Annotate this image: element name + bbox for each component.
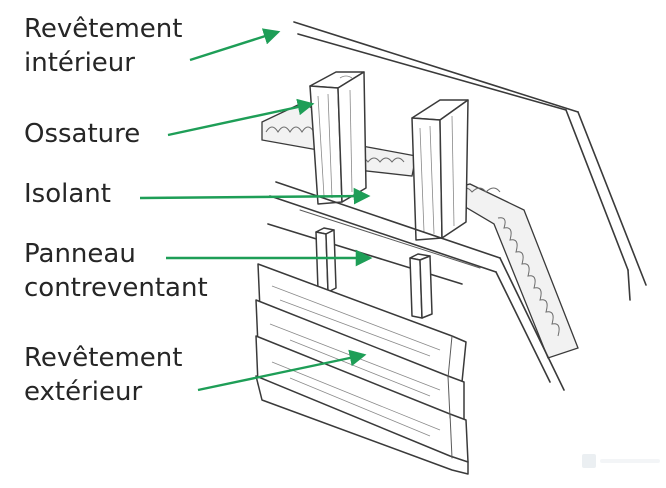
label-line: Revêtement: [24, 14, 183, 44]
label-line: Panneau: [24, 239, 136, 269]
label-line: Ossature: [24, 119, 141, 149]
battens-drawing: [315, 227, 433, 319]
label-line: intérieur: [24, 48, 135, 78]
label-arrows: [139, 28, 373, 392]
arrow-ossature: [167, 98, 315, 137]
label-revetement-exterieur: Revêtement extérieur: [24, 341, 182, 409]
exterior-cladding-drawing: [255, 263, 469, 475]
label-line: Isolant: [24, 179, 111, 209]
watermark-mark: [582, 454, 660, 468]
arrow-isolant: [139, 187, 371, 205]
label-panneau-contreventant: Panneau contreventant: [24, 237, 208, 305]
label-isolant: Isolant: [24, 177, 111, 211]
label-line: extérieur: [24, 377, 143, 407]
studs-drawing: [309, 71, 469, 241]
arrow-revetement-exterieur: [197, 349, 367, 392]
label-line: Revêtement: [24, 343, 183, 373]
label-line: contreventant: [24, 273, 208, 303]
interior-cladding-drawing: [293, 21, 647, 301]
arrow-revetement-interieur: [189, 28, 281, 62]
label-ossature: Ossature: [24, 117, 140, 151]
label-revetement-interieur: Revêtement intérieur: [24, 12, 182, 80]
